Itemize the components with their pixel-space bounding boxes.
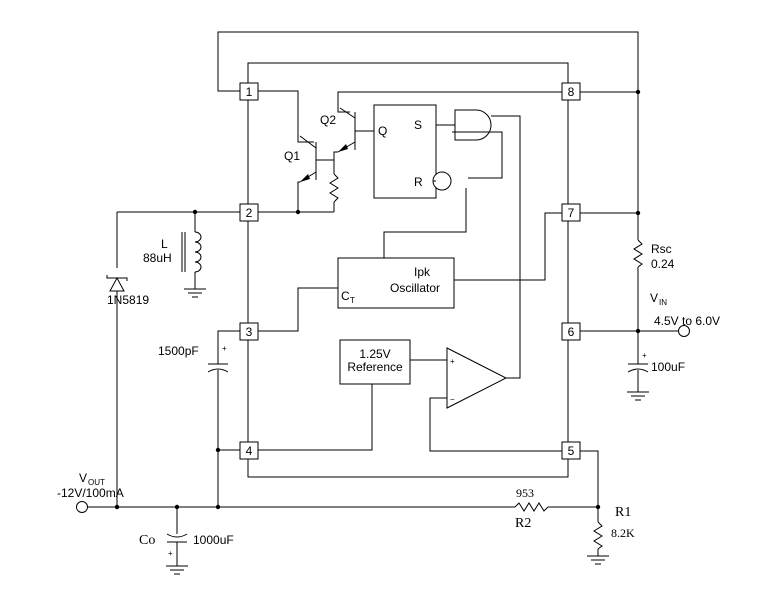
osc-name-label: Oscillator — [390, 281, 440, 295]
vout-sub-label: OUT — [88, 478, 105, 487]
ground-icon — [184, 288, 206, 298]
r2-name-label: R2 — [515, 516, 531, 531]
co-plus-label: + — [168, 549, 173, 558]
wire-pin3-ct — [217, 330, 240, 364]
pin-7: 7 — [561, 203, 581, 222]
internal-resistor — [329, 173, 339, 203]
rsc-value-label: 0.24 — [651, 257, 675, 271]
wire-top-loop — [217, 31, 639, 92]
junction-dot — [295, 209, 301, 215]
inductor-value-label: 88uH — [143, 251, 172, 265]
wire-pin5-ext — [578, 450, 599, 507]
svg-text:3: 3 — [246, 325, 253, 339]
resistor-r2 — [514, 502, 549, 512]
ground-icon — [166, 565, 188, 575]
oscillator-block — [337, 257, 455, 309]
chip-outline — [247, 62, 569, 478]
wire-osc-pin3 — [258, 287, 338, 332]
wire-ref-pin4 — [258, 384, 373, 451]
svg-text:8: 8 — [568, 85, 575, 99]
junction-dot — [114, 504, 120, 510]
ff-s-label: S — [414, 118, 422, 132]
ct-plate-bot — [207, 368, 229, 373]
ff-r-label: R — [414, 175, 423, 189]
ref-line2: Reference — [347, 360, 403, 374]
inductor-name-label: L — [161, 237, 168, 251]
inductor — [194, 231, 202, 273]
q2-arrow-icon — [338, 144, 348, 152]
osc-ct-label: C — [341, 289, 350, 303]
rsc-name-label: Rsc — [651, 242, 672, 256]
wire-osc-r — [383, 188, 467, 258]
vout-terminal — [76, 501, 88, 513]
vin-terminal — [678, 325, 690, 337]
junction-dot — [215, 447, 221, 453]
r2-value-label: 953 — [516, 486, 534, 500]
flip-flop — [373, 104, 437, 199]
wire-comp-and — [491, 115, 521, 379]
cin-plus-label: + — [642, 351, 647, 360]
junction-dot — [215, 504, 221, 510]
wire-q1-emitter-pin2 — [297, 181, 300, 212]
junction-dot — [635, 89, 641, 95]
pin-4: 4 — [239, 441, 259, 460]
and-gate — [454, 109, 492, 141]
wire-pin5-comp — [429, 397, 562, 452]
pin-5: 5 — [561, 441, 581, 460]
svg-text:4: 4 — [246, 444, 253, 458]
svg-text:7: 7 — [568, 206, 575, 220]
vin-sub-label: IN — [659, 298, 667, 307]
comp-minus-label: − — [450, 395, 455, 404]
q2-collector — [339, 107, 356, 119]
q1-collector — [299, 135, 317, 149]
q2-label: Q2 — [320, 113, 336, 127]
ground-icon — [587, 555, 609, 565]
diode-label: 1N5819 — [107, 293, 149, 307]
wire-pin8-q2 — [337, 91, 562, 113]
junction-dot — [635, 328, 641, 334]
q1-arrow-icon — [300, 174, 310, 182]
ground-icon — [627, 391, 649, 401]
cin-plate-bot — [627, 368, 649, 373]
ct-value-label: 1500pF — [158, 344, 199, 358]
vout-label: V — [79, 471, 87, 485]
svg-text:5: 5 — [568, 444, 575, 458]
resistor-r1 — [593, 521, 603, 550]
co-name-label: Co — [139, 533, 155, 548]
ct-plus-label: + — [222, 344, 227, 353]
pin-1: 1 — [239, 82, 259, 101]
pin-6: 6 — [561, 322, 581, 341]
wire-pin1-q1 — [258, 90, 314, 143]
wire-q2-emitter — [330, 151, 338, 161]
r1-name-label: R1 — [615, 505, 631, 520]
schottky-diode — [109, 276, 125, 292]
junction-dot — [635, 210, 641, 216]
co-value-label: 1000uF — [193, 533, 234, 547]
vin-range-label: 4.5V to 6.0V — [654, 314, 720, 328]
svg-text:1: 1 — [246, 85, 253, 99]
ff-q-label: Q — [378, 124, 387, 138]
ref-line1: 1.25V — [359, 347, 390, 361]
pin-2: 2 — [239, 203, 259, 222]
reference-block — [339, 339, 411, 385]
osc-ipk-label: Ipk — [414, 265, 431, 279]
svg-text:2: 2 — [246, 206, 253, 220]
schottky-bar — [106, 275, 128, 281]
svg-text:6: 6 — [568, 325, 575, 339]
vin-label: V — [650, 291, 658, 305]
comp-plus-label: + — [450, 357, 455, 366]
wire-osc-and — [452, 131, 503, 179]
vout-spec-label: -12V/100mA — [57, 486, 124, 500]
pin-3: 3 — [239, 322, 259, 341]
cin-value-label: 100uF — [651, 360, 685, 374]
comparator — [446, 347, 508, 409]
wire-osc-pin7 — [454, 212, 562, 281]
pin-8: 8 — [561, 82, 581, 101]
osc-ct-sub-label: T — [350, 296, 355, 305]
r1-value-label: 8.2K — [611, 526, 635, 540]
q1-label: Q1 — [284, 149, 300, 163]
co-plate-top — [166, 533, 188, 538]
resistor-rsc — [633, 239, 643, 268]
